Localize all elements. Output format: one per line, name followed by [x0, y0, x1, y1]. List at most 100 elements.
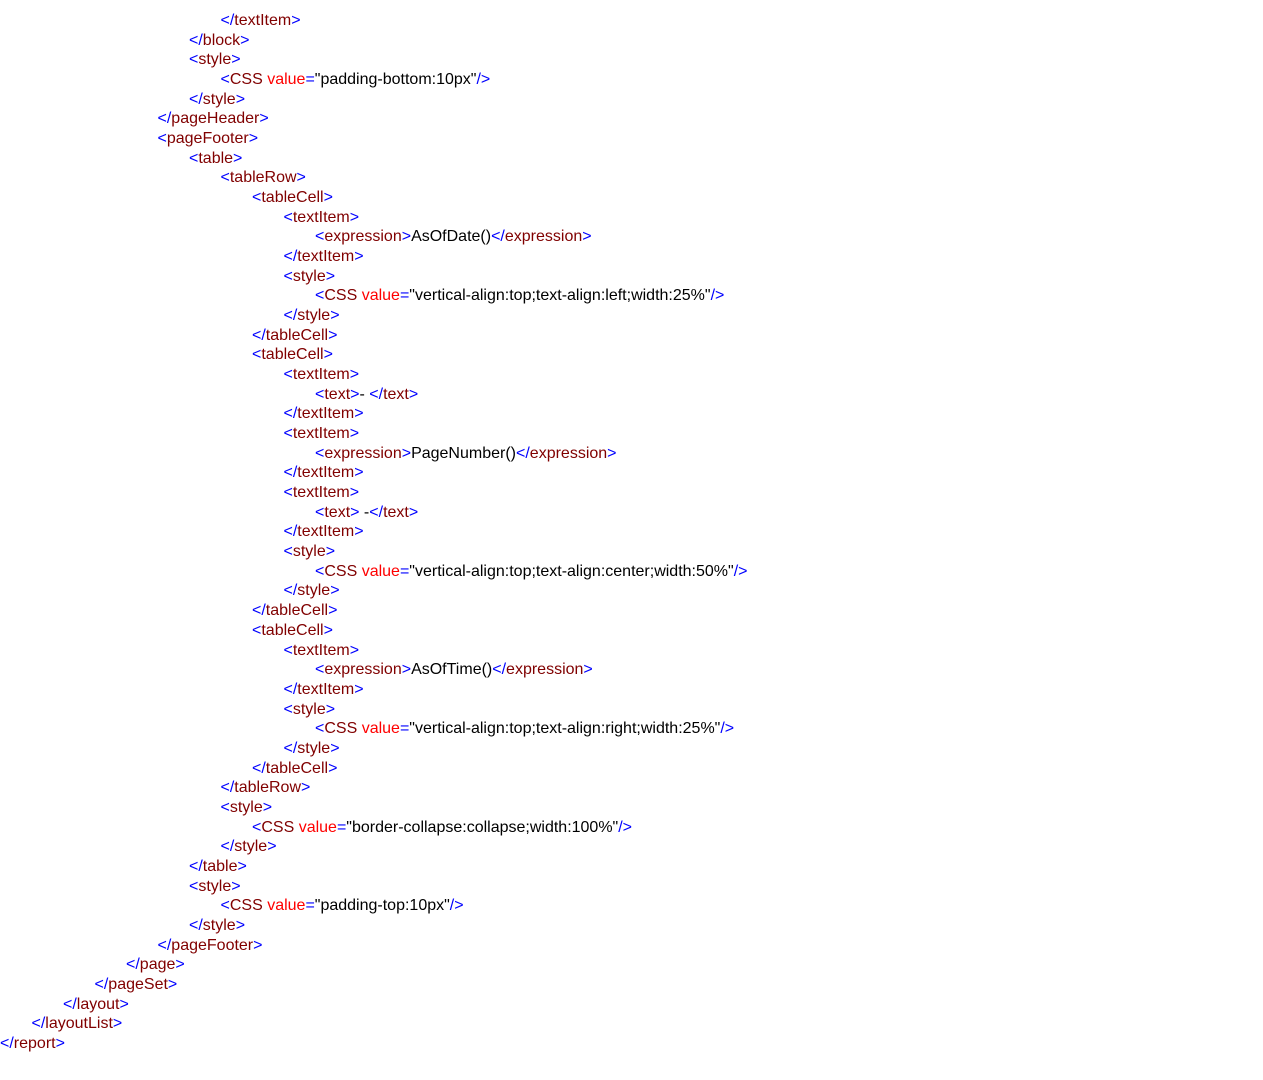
- xml-punctuation: >: [330, 307, 340, 325]
- xml-tag-name: text: [324, 385, 351, 403]
- xml-text-content: AsOfDate(): [411, 228, 492, 246]
- xml-punctuation: </: [157, 936, 172, 954]
- xml-tag-name: textItem: [234, 12, 292, 29]
- xml-punctuation: <: [315, 720, 325, 738]
- xml-line: </tableCell>: [0, 759, 1263, 779]
- xml-punctuation: </: [252, 602, 266, 620]
- xml-punctuation: =: [305, 71, 315, 89]
- xml-punctuation: </: [94, 975, 109, 993]
- xml-punctuation: <: [252, 189, 262, 207]
- xml-tag-name: expression: [506, 661, 584, 679]
- xml-line: </textItem>: [0, 11, 1263, 31]
- xml-tag-name: CSS: [324, 720, 362, 738]
- xml-tag-name: expression: [324, 228, 402, 246]
- xml-tag-name: textItem: [292, 484, 350, 502]
- xml-punctuation: <: [157, 130, 167, 148]
- xml-punctuation: >: [237, 857, 247, 875]
- xml-line: <CSS value="border-collapse:collapse;wid…: [0, 818, 1263, 838]
- xml-text-content: "border-collapse:collapse;width:100%": [346, 818, 619, 836]
- xml-punctuation: </: [189, 90, 203, 108]
- xml-line: <style>: [0, 542, 1263, 562]
- xml-punctuation: </: [283, 523, 298, 541]
- xml-punctuation: </: [283, 248, 298, 266]
- xml-tag-name: tableCell: [261, 621, 324, 639]
- xml-punctuation: <: [315, 444, 325, 462]
- xml-punctuation: <: [189, 51, 199, 69]
- xml-punctuation: >: [296, 169, 306, 187]
- xml-punctuation: >: [112, 1015, 123, 1033]
- xml-attribute-name: value: [361, 287, 400, 305]
- xml-punctuation: </: [283, 739, 298, 757]
- xml-text-content: -: [359, 503, 370, 521]
- xml-punctuation: >: [408, 385, 419, 403]
- xml-line: <expression>AsOfTime()</expression>: [0, 660, 1263, 680]
- xml-tag-name: style: [297, 582, 331, 600]
- xml-text-content: "vertical-align:top;text-align:right;wid…: [409, 720, 721, 738]
- xml-punctuation: >: [354, 405, 364, 423]
- xml-line: </layoutList>: [0, 1014, 1263, 1034]
- xml-punctuation: >: [330, 582, 340, 600]
- xml-text-content: "padding-top:10px": [314, 897, 450, 915]
- xml-tag-name: textItem: [297, 248, 355, 266]
- xml-tag-name: style: [202, 916, 236, 934]
- xml-tag-name: style: [202, 90, 236, 108]
- xml-line: </tableCell>: [0, 326, 1263, 346]
- xml-text-content: AsOfTime(): [411, 661, 493, 679]
- xml-punctuation: <: [189, 149, 199, 167]
- xml-punctuation: </: [189, 31, 203, 49]
- xml-punctuation: >: [291, 12, 301, 29]
- xml-punctuation: =: [399, 287, 410, 305]
- xml-punctuation: </: [283, 680, 298, 698]
- xml-punctuation: >: [582, 228, 592, 246]
- xml-punctuation: >: [328, 759, 338, 777]
- xml-punctuation: <: [283, 484, 293, 502]
- xml-line: </style>: [0, 306, 1263, 326]
- xml-punctuation: <: [315, 228, 325, 246]
- xml-tag-name: textItem: [297, 405, 355, 423]
- xml-punctuation: >: [233, 149, 243, 167]
- xml-tag-name: tableCell: [265, 326, 329, 344]
- xml-punctuation: />: [618, 818, 633, 836]
- xml-punctuation: </: [189, 857, 203, 875]
- xml-tag-name: style: [292, 543, 326, 561]
- xml-tag-name: pageHeader: [171, 110, 260, 128]
- xml-punctuation: >: [350, 385, 360, 403]
- xml-line: </layout>: [0, 995, 1263, 1015]
- xml-tag-name: textItem: [292, 366, 350, 384]
- xml-punctuation: >: [235, 90, 246, 108]
- xml-line: </textItem>: [0, 247, 1263, 267]
- xml-tag-name: text: [383, 385, 409, 403]
- xml-punctuation: </: [189, 916, 203, 934]
- xml-tag-name: textItem: [292, 208, 350, 226]
- xml-punctuation: </: [283, 307, 298, 325]
- xml-tag-name: style: [198, 51, 232, 69]
- xml-tag-name: report: [13, 1034, 56, 1052]
- xml-punctuation: >: [349, 484, 360, 502]
- xml-tag-name: style: [292, 267, 326, 285]
- xml-tag-name: CSS: [261, 818, 299, 836]
- xml-line: <tableCell>: [0, 345, 1263, 365]
- xml-punctuation: </: [220, 838, 235, 856]
- xml-punctuation: </: [492, 661, 507, 679]
- xml-punctuation: >: [167, 975, 178, 993]
- xml-punctuation: >: [235, 916, 246, 934]
- xml-tag-name: tableCell: [261, 346, 324, 364]
- xml-line: <style>: [0, 877, 1263, 897]
- xml-punctuation: >: [328, 602, 338, 620]
- xml-line: <style>: [0, 50, 1263, 70]
- xml-punctuation: =: [399, 720, 410, 738]
- xml-line: </style>: [0, 581, 1263, 601]
- xml-line: </table>: [0, 857, 1263, 877]
- xml-punctuation: >: [354, 680, 364, 698]
- xml-text-content: "vertical-align:top;text-align:center;wi…: [409, 562, 734, 580]
- xml-punctuation: <: [220, 71, 230, 89]
- xml-tag-name: pageFooter: [166, 130, 249, 148]
- xml-punctuation: >: [354, 464, 364, 482]
- xml-tag-name: expression: [324, 661, 402, 679]
- xml-tag-name: page: [139, 956, 176, 974]
- xml-text-content: "vertical-align:top;text-align:left;widt…: [409, 287, 711, 305]
- xml-punctuation: <: [315, 661, 325, 679]
- xml-punctuation: </: [252, 759, 266, 777]
- xml-source-view: </textItem></block><style><CSS value="pa…: [0, 11, 1263, 1054]
- xml-punctuation: >: [259, 110, 269, 128]
